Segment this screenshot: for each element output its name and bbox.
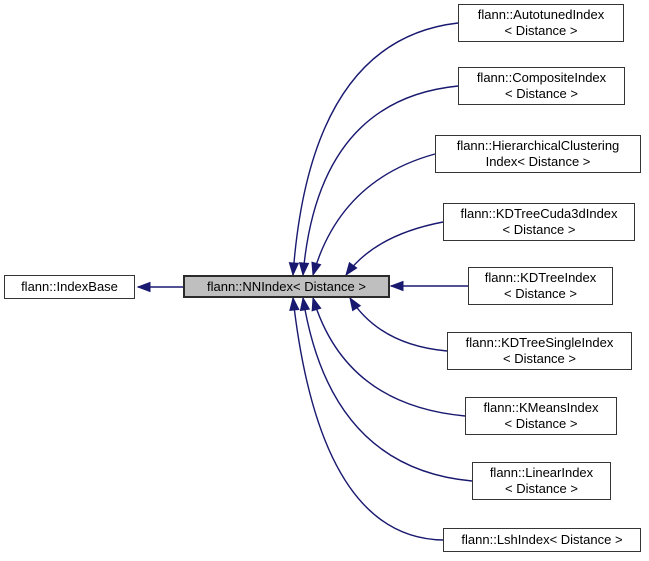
class-label: flann::CompositeIndex: [476, 70, 607, 85]
edge-hierarchical-to-nnindex: [312, 153, 436, 276]
class-node-autotunedindex[interactable]: flann::AutotunedIndex < Distance >: [458, 4, 624, 42]
arrowhead-hierarchical-to-nnindex: [311, 261, 322, 277]
class-label: flann::LinearIndex: [489, 465, 594, 480]
arrowhead-kmeans-to-nnindex: [311, 296, 322, 312]
class-node-kdtreecuda3dindex[interactable]: flann::KDTreeCuda3dIndex < Distance >: [443, 203, 635, 241]
class-node-hierarchicalclusteringindex[interactable]: flann::HierarchicalClustering Index< Dis…: [435, 135, 641, 173]
class-label-line2: < Distance >: [504, 286, 577, 301]
arrowhead-composite-to-nnindex: [298, 262, 310, 277]
class-node-lshindex[interactable]: flann::LshIndex< Distance >: [443, 528, 641, 552]
edge-kdtreecuda-to-nnindex: [345, 221, 444, 276]
class-label: flann::NNIndex< Distance >: [207, 278, 366, 294]
class-label-line2: < Distance >: [502, 222, 576, 237]
edge-kdtreesingle-to-nnindex: [349, 297, 448, 352]
class-label-line2: < Distance >: [505, 481, 578, 496]
class-label: flann::AutotunedIndex: [477, 7, 605, 22]
class-node-kdtreeindex[interactable]: flann::KDTreeIndex < Distance >: [468, 267, 613, 305]
arrowhead-kdtree-to-nnindex: [389, 280, 404, 292]
class-label: flann::HierarchicalClustering: [456, 138, 620, 153]
class-node-kdtreesingleindex[interactable]: flann::KDTreeSingleIndex < Distance >: [447, 332, 632, 370]
class-label-line2: < Distance >: [504, 23, 578, 38]
class-label-line2: Index< Distance >: [485, 154, 591, 169]
edge-linear-to-nnindex: [302, 297, 473, 482]
arrowhead-kdtreesingle-to-nnindex: [349, 296, 362, 312]
class-node-nnindex: flann::NNIndex< Distance >: [183, 275, 390, 298]
class-label-line2: < Distance >: [505, 86, 578, 101]
class-label-line2: < Distance >: [503, 351, 576, 366]
edge-lsh-to-nnindex: [292, 297, 444, 541]
arrowhead-linear-to-nnindex: [299, 296, 311, 312]
class-node-kmeansindex[interactable]: flann::KMeansIndex < Distance >: [465, 397, 617, 435]
class-label: flann::KDTreeCuda3dIndex: [460, 206, 618, 221]
edge-composite-to-nnindex: [302, 85, 459, 276]
arrowhead-kdtreecuda-to-nnindex: [345, 261, 358, 277]
class-node-compositeindex[interactable]: flann::CompositeIndex < Distance >: [458, 67, 625, 105]
arrowhead-lsh-to-nnindex: [289, 296, 300, 312]
arrowhead-autotuned-to-nnindex: [288, 262, 300, 277]
edge-kmeans-to-nnindex: [312, 297, 466, 417]
arrowhead-nnindex-to-indexbase: [136, 281, 151, 293]
class-label: flann::KDTreeSingleIndex: [465, 335, 614, 350]
class-node-indexbase[interactable]: flann::IndexBase: [4, 275, 135, 299]
class-label: flann::LshIndex< Distance >: [461, 532, 623, 547]
class-node-linearindex[interactable]: flann::LinearIndex < Distance >: [472, 462, 611, 500]
edge-autotuned-to-nnindex: [292, 22, 459, 276]
class-label: flann::KDTreeIndex: [484, 270, 597, 285]
class-label-line2: < Distance >: [504, 416, 578, 431]
class-label: flann::KMeansIndex: [483, 400, 599, 415]
class-label: flann::IndexBase: [21, 279, 118, 294]
